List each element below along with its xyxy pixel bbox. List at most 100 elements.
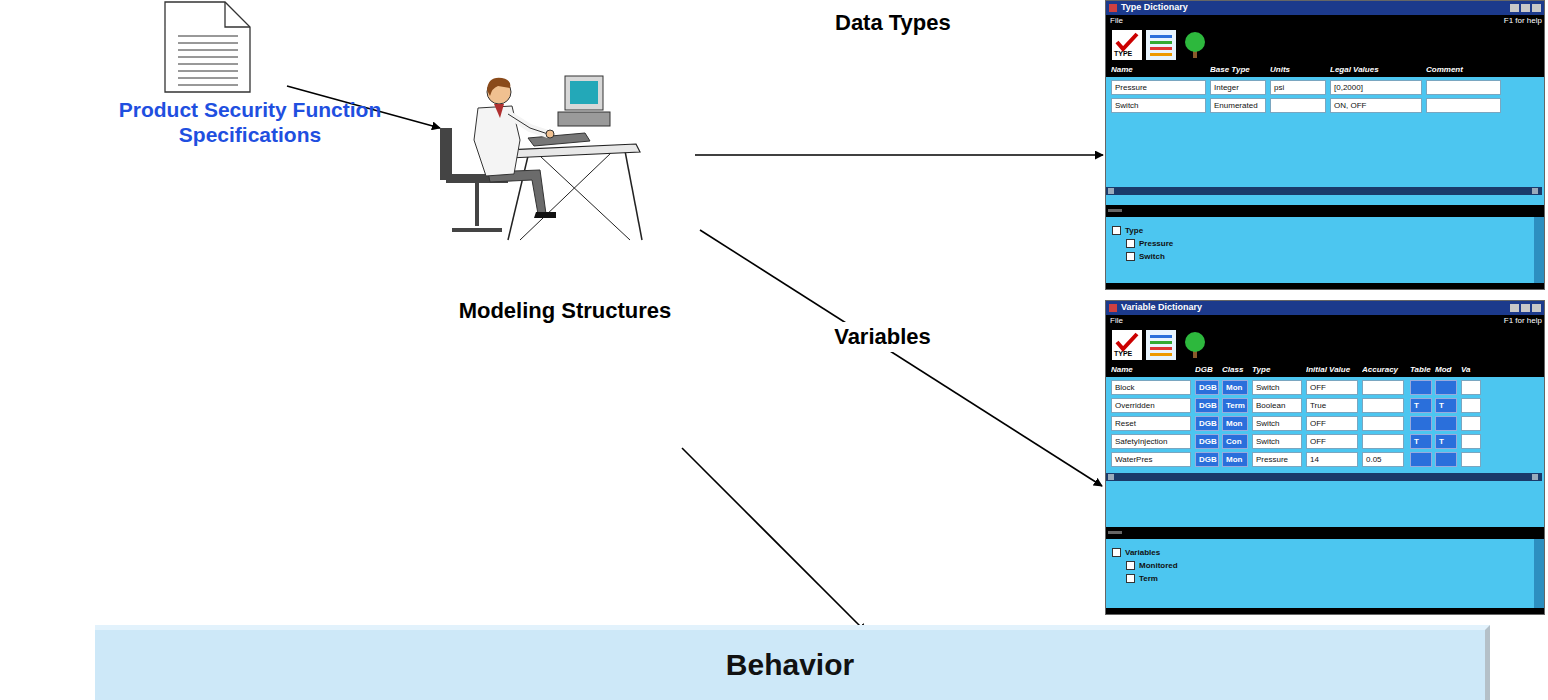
title-bar: Variable Dictionary — [1106, 301, 1545, 315]
cell-text: DGB — [1196, 381, 1218, 394]
cell-text: 0.05 — [1363, 453, 1403, 466]
table-cell: WaterPres — [1111, 452, 1191, 467]
tree-label: Type — [1125, 226, 1143, 235]
color-bar — [1150, 47, 1172, 50]
cell-text: Boolean — [1253, 399, 1301, 412]
monitor — [565, 76, 603, 110]
tie — [494, 104, 504, 118]
cell-text: psi — [1271, 81, 1325, 94]
cell-text: Reset — [1112, 417, 1190, 430]
table-cell — [1270, 98, 1326, 113]
computer-case — [558, 112, 610, 126]
chair-back — [440, 128, 452, 180]
column-header: Accuracy — [1362, 365, 1407, 374]
cell-text: DGB — [1196, 435, 1218, 448]
help-hint: F1 for help — [1504, 316, 1542, 325]
keyboard — [528, 133, 590, 146]
cell-text: T — [1436, 399, 1456, 412]
desk-brace — [520, 152, 612, 240]
split-bar — [1106, 527, 1545, 539]
tree-graphic — [1180, 30, 1210, 60]
table-cell: 14 — [1306, 452, 1358, 467]
cell-text: Block — [1112, 381, 1190, 394]
scroll-arrow — [1108, 474, 1114, 480]
dictionary-window: Variable DictionaryFileF1 for helpTYPENa… — [1105, 300, 1545, 615]
color-bar — [1150, 53, 1172, 56]
table-cell — [1461, 398, 1481, 413]
person-at-computer — [440, 76, 642, 240]
window-title: Variable Dictionary — [1121, 302, 1202, 312]
tree-area: TypePressureSwitch — [1106, 217, 1545, 283]
color-bar — [1150, 41, 1172, 44]
window-icon — [1109, 4, 1117, 12]
table-cell: Integer — [1210, 80, 1266, 95]
hand — [546, 130, 554, 138]
column-header: Name — [1111, 65, 1209, 74]
column-header: Comment — [1426, 65, 1504, 74]
tree-node-icon — [1126, 239, 1135, 248]
table-cell — [1362, 416, 1404, 431]
table-cell — [1426, 80, 1501, 95]
table-cell: Con — [1222, 434, 1248, 449]
cell-text: ON, OFF — [1331, 99, 1421, 112]
table-cell: OFF — [1306, 416, 1358, 431]
cell-text: Enumerated — [1211, 99, 1265, 112]
cell-text: [0,2000] — [1331, 81, 1421, 94]
table-cell: T — [1410, 398, 1432, 413]
flow-label: Data Types — [835, 8, 1045, 38]
table-cell: ON, OFF — [1330, 98, 1422, 113]
tree-node-icon — [1126, 561, 1135, 570]
cell-text: Switch — [1253, 417, 1301, 430]
table-cell: Mon — [1222, 380, 1248, 395]
cell-text: Switch — [1253, 381, 1301, 394]
cell-text: DGB — [1196, 417, 1218, 430]
color-bar — [1150, 335, 1172, 338]
cell-text: WaterPres — [1112, 453, 1190, 466]
tree-entry: Term — [1126, 569, 1158, 581]
menu-bar: FileF1 for help — [1106, 15, 1545, 27]
dictionary-graphic — [1146, 330, 1176, 360]
table-cell: Overridden — [1111, 398, 1191, 413]
table-cell: Switch — [1111, 98, 1206, 113]
table-cell: Pressure — [1111, 80, 1206, 95]
split-grip — [1108, 209, 1122, 212]
flow-label: Variables — [800, 322, 965, 352]
check-stroke — [1117, 334, 1137, 349]
text-line — [178, 57, 238, 58]
tree-icon — [1180, 30, 1210, 60]
tree-scroll — [1534, 217, 1544, 283]
table-cell: DGB — [1195, 452, 1219, 467]
tree-entry: Type — [1112, 221, 1143, 233]
text-line — [178, 50, 238, 51]
menu-item: File — [1110, 16, 1123, 25]
document-fold — [225, 2, 250, 27]
color-bar — [1150, 341, 1172, 344]
type-icon: TYPE — [1112, 330, 1142, 360]
menu-item: File — [1110, 316, 1123, 325]
split-grip — [1108, 531, 1122, 534]
table-cell: OFF — [1306, 434, 1358, 449]
tree-crown — [1185, 32, 1205, 52]
header-row: NameBase TypeUnitsLegal ValuesComment — [1106, 63, 1545, 77]
window-button — [1532, 4, 1541, 12]
flow-label: Modeling Structures — [430, 296, 700, 326]
table-cell — [1461, 380, 1481, 395]
band-title: Behavior — [726, 648, 854, 682]
text-line — [178, 85, 238, 86]
table-cell: Boolean — [1252, 398, 1302, 413]
window-button — [1521, 304, 1530, 312]
tree-entry: Pressure — [1126, 234, 1173, 246]
column-header: Units — [1270, 65, 1329, 74]
tree-node-icon — [1112, 226, 1121, 235]
cell-text: Pressure — [1253, 453, 1301, 466]
icon-caption: TYPE — [1114, 50, 1132, 57]
table-cell: DGB — [1195, 380, 1219, 395]
cell-text: Mon — [1223, 453, 1247, 466]
table-cell — [1410, 380, 1432, 395]
desk-leg — [625, 151, 642, 240]
trousers — [488, 170, 546, 214]
color-bar — [1150, 347, 1172, 350]
table-cell — [1426, 98, 1501, 113]
document-outline — [165, 2, 250, 92]
table-cell: Enumerated — [1210, 98, 1266, 113]
